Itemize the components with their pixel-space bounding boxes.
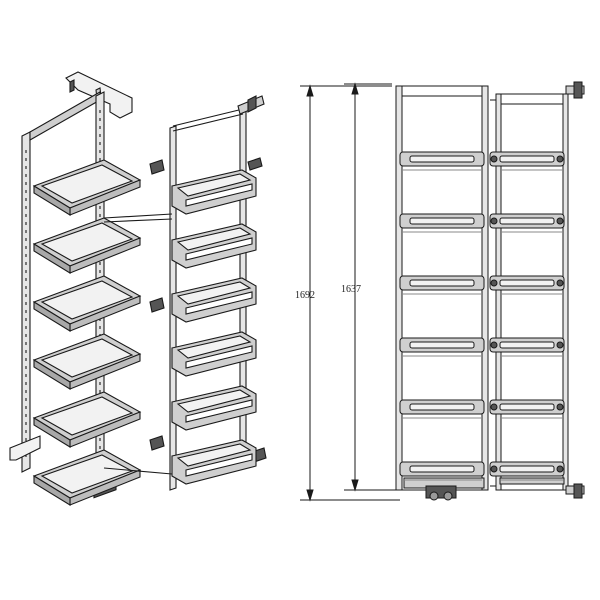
iso-basket — [32, 333, 142, 390]
door-rack-basket-stack — [171, 169, 257, 485]
elevation-top-hardware — [565, 81, 585, 499]
iso-basket — [32, 217, 142, 274]
iso-basket — [32, 159, 142, 216]
door-basket — [171, 439, 257, 485]
door-basket — [171, 223, 257, 269]
iso-basket — [32, 449, 142, 506]
dimension-line-frame-height — [344, 82, 400, 492]
elevation-basket-row — [399, 213, 565, 233]
dimension-line-overall-height — [300, 84, 400, 502]
elevation-basket-rows — [399, 151, 565, 481]
elevation-basket-row — [399, 337, 565, 357]
linkage-arms — [103, 213, 173, 475]
iso-basket — [32, 275, 142, 332]
iso-basket — [32, 391, 142, 448]
door-basket — [171, 169, 257, 215]
door-basket — [171, 277, 257, 323]
door-basket — [171, 331, 257, 377]
elevation-basket-row — [399, 151, 565, 171]
isometric-basket-stack — [32, 159, 142, 506]
elevation-basket-row — [399, 461, 565, 481]
door-rack-top-handle — [237, 95, 265, 115]
dimension-label-frame-height: 1637 — [341, 284, 361, 295]
elevation-bottom-runner — [403, 477, 565, 501]
elevation-basket-row — [399, 275, 565, 295]
elevation-basket-row — [399, 399, 565, 419]
dimension-label-overall-height: 1692 — [295, 290, 315, 301]
door-basket — [171, 385, 257, 431]
